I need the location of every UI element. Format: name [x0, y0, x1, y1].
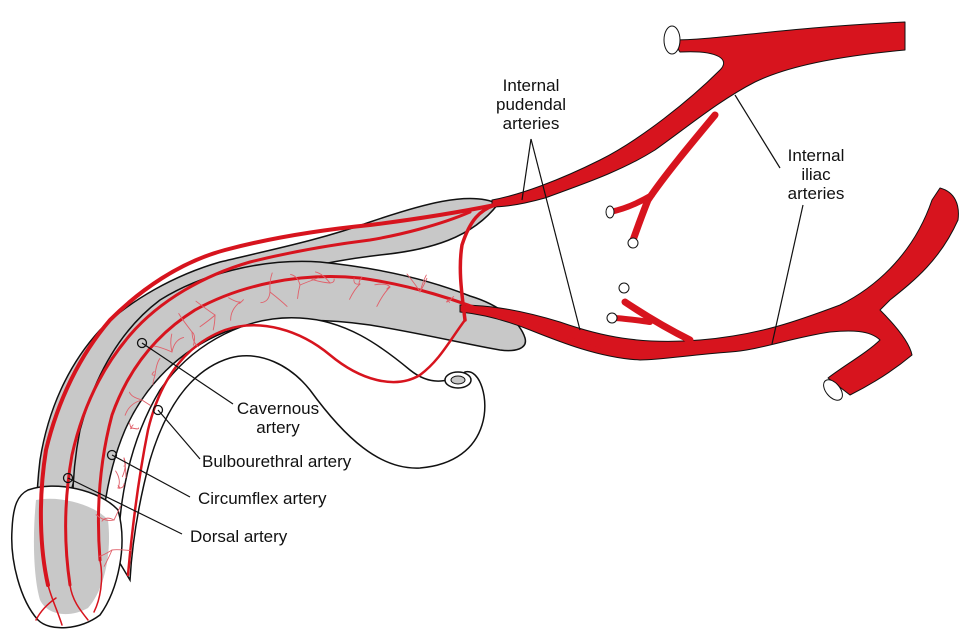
leader-pudendal-2: [531, 139, 580, 330]
label-line: Internal: [477, 76, 585, 95]
label-line: pudendal: [477, 95, 585, 114]
label-line: arteries: [477, 114, 585, 133]
label-line: arteries: [772, 184, 860, 203]
label-line: Internal: [772, 146, 860, 165]
label-cavernous-artery: Cavernous artery: [232, 399, 324, 437]
label-dorsal-artery: Dorsal artery: [190, 527, 287, 546]
arteriole-twig: [132, 428, 139, 429]
label-line: Cavernous: [232, 399, 324, 418]
internal-iliac-artery-lower: [460, 188, 958, 395]
arteriole-twig: [142, 400, 151, 406]
label-circumflex-artery: Circumflex artery: [198, 489, 326, 508]
arteriole-twig: [116, 471, 120, 488]
label-internal-pudendal-arteries: Internal pudendal arteries: [477, 76, 585, 133]
label-bulbourethral-artery: Bulbourethral artery: [202, 452, 351, 471]
label-line: artery: [232, 418, 324, 437]
label-line: iliac: [772, 165, 860, 184]
leader-bulbourethral: [158, 410, 200, 459]
label-internal-iliac-arteries: Internal iliac arteries: [772, 146, 860, 203]
